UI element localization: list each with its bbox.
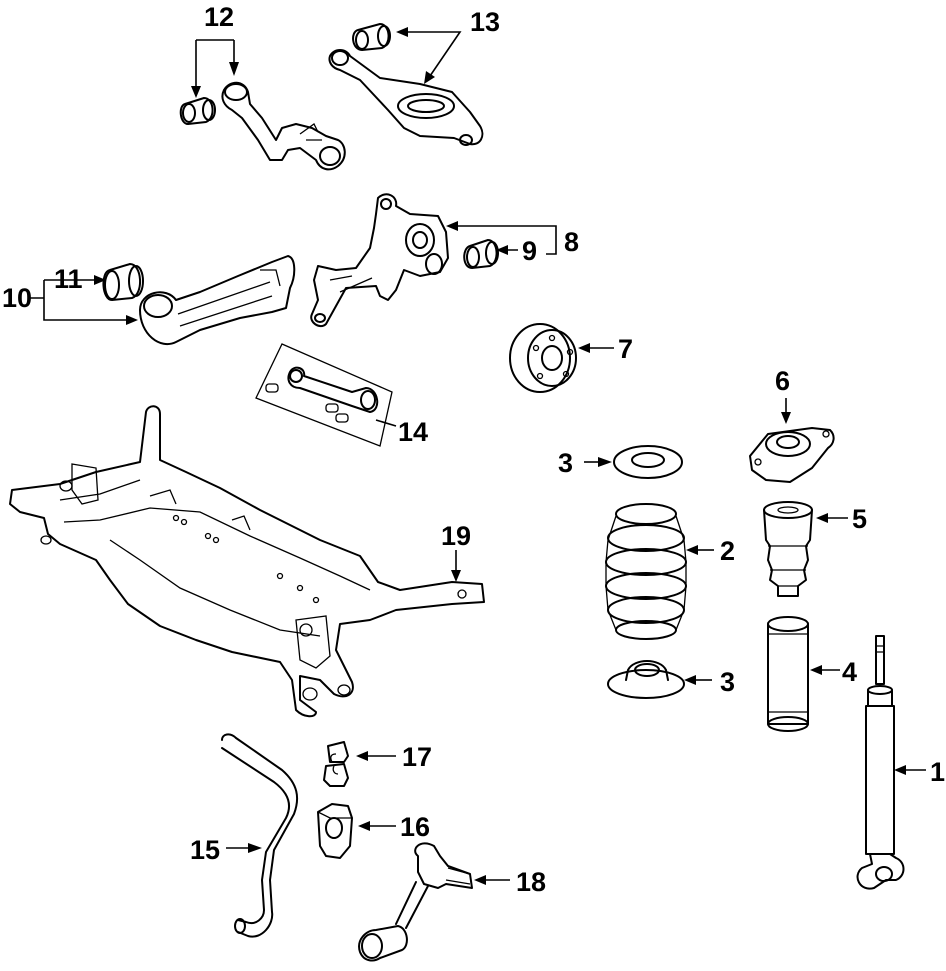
callout-16: 16 <box>400 812 430 842</box>
callout-1-leader <box>894 765 926 775</box>
part-19-subframe[interactable] <box>9 405 485 718</box>
callout-1: 1 <box>930 757 945 787</box>
callout-11: 11 <box>54 264 83 294</box>
callout-4-leader <box>810 665 840 675</box>
callout-12-leader <box>191 39 239 98</box>
part-13-lower-arm[interactable] <box>328 49 484 146</box>
part-7-hub[interactable] <box>509 323 577 393</box>
part-2-coil-spring[interactable] <box>605 503 687 640</box>
callout-18: 18 <box>516 867 546 897</box>
part-3-lower-seat[interactable] <box>607 660 685 699</box>
callout-17: 17 <box>402 742 432 772</box>
callout-16-leader <box>358 821 396 831</box>
callout-2-leader <box>686 545 714 555</box>
callout-6: 6 <box>775 366 790 396</box>
callout-15-leader <box>226 843 262 853</box>
callout-18-leader <box>474 875 510 885</box>
callout-3-upper: 3 <box>558 448 573 478</box>
part-11-bushing[interactable] <box>102 263 144 301</box>
callout-4: 4 <box>842 657 857 687</box>
callout-5: 5 <box>852 504 867 534</box>
part-18-stabilizer-link[interactable] <box>358 842 473 962</box>
callout-10: 10 <box>2 283 32 313</box>
callout-15: 15 <box>190 835 220 865</box>
callout-3a-leader <box>584 457 612 467</box>
callout-8-9-leader <box>446 221 557 255</box>
part-5-bump-stop[interactable] <box>763 501 813 597</box>
callout-7-leader <box>578 343 614 353</box>
part-10-trailing-arm[interactable] <box>139 255 296 345</box>
callout-8: 8 <box>564 227 579 257</box>
part-12-upper-arm[interactable] <box>221 81 346 171</box>
part-9-bushing[interactable] <box>463 239 499 269</box>
part-6-strut-mount[interactable] <box>749 427 835 483</box>
callout-2: 2 <box>720 536 735 566</box>
callout-14-leader <box>375 419 397 427</box>
callout-13: 13 <box>470 7 500 37</box>
callout-6-leader <box>781 398 791 424</box>
part-16-bushing[interactable] <box>317 803 353 859</box>
callout-3b-leader <box>684 675 712 685</box>
part-4-dust-boot[interactable] <box>767 616 809 732</box>
callout-17-leader <box>356 751 396 761</box>
part-1-shock-absorber[interactable] <box>856 635 905 890</box>
part-17-clamp[interactable] <box>323 741 349 787</box>
callout-5-leader <box>816 513 848 523</box>
callout-3-lower: 3 <box>720 667 735 697</box>
part-3-upper-seat[interactable] <box>613 445 683 479</box>
callout-9: 9 <box>522 236 537 266</box>
callout-13-leader <box>396 27 462 84</box>
callout-19-leader <box>451 550 461 582</box>
part-8-knuckle[interactable] <box>310 193 449 328</box>
part-12-bushing[interactable] <box>179 97 216 125</box>
callout-19: 19 <box>441 521 471 551</box>
callout-7: 7 <box>618 334 633 364</box>
part-15-stabilizer-bar[interactable] <box>221 733 299 938</box>
part-13-bushing[interactable] <box>352 23 391 51</box>
callout-12: 12 <box>204 2 234 32</box>
callout-14: 14 <box>398 417 428 447</box>
callout-10-11-leader <box>30 275 138 325</box>
part-14-link-kit[interactable] <box>255 343 393 447</box>
